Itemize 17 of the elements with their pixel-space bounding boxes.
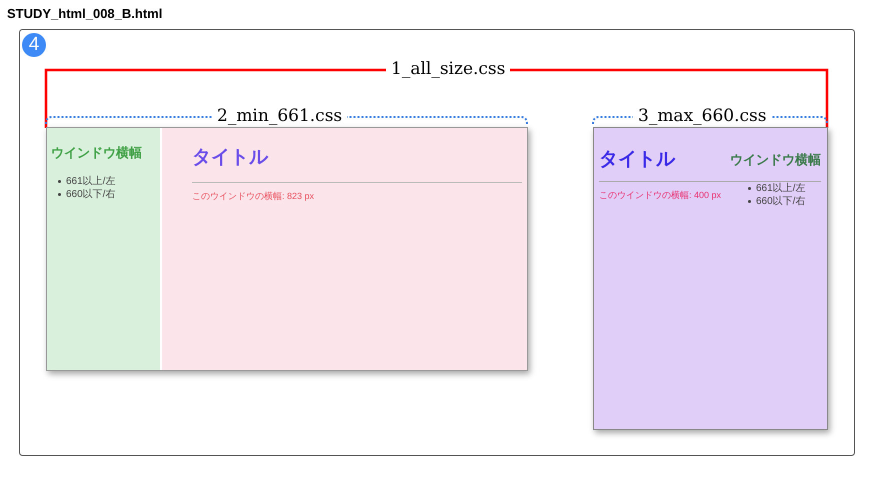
page-heading: タイトル: [599, 148, 675, 172]
css-file-label: 3_max_660.css: [633, 106, 772, 126]
sidebar-heading: ウインドウ横幅: [730, 151, 821, 169]
css-file-label: 2_min_661.css: [212, 106, 348, 126]
list-item: 660以下/右: [756, 195, 806, 208]
width-text: このウインドウの横幅: 823 px: [192, 190, 314, 203]
list-item: 660以下/右: [66, 188, 116, 201]
sidebar-panel: [47, 128, 160, 370]
main-panel: [162, 128, 527, 370]
width-text: このウインドウの横幅: 400 px: [599, 189, 722, 202]
page-heading: タイトル: [192, 146, 268, 170]
list-item: 661以上/左: [66, 175, 116, 188]
list-item: 661以上/左: [756, 182, 806, 195]
step-number-badge: 4: [22, 33, 46, 57]
css-file-label: 1_all_size.css: [386, 59, 510, 79]
page-title: STUDY_html_008_B.html: [7, 6, 162, 21]
sidebar-heading: ウインドウ横幅: [51, 144, 142, 162]
